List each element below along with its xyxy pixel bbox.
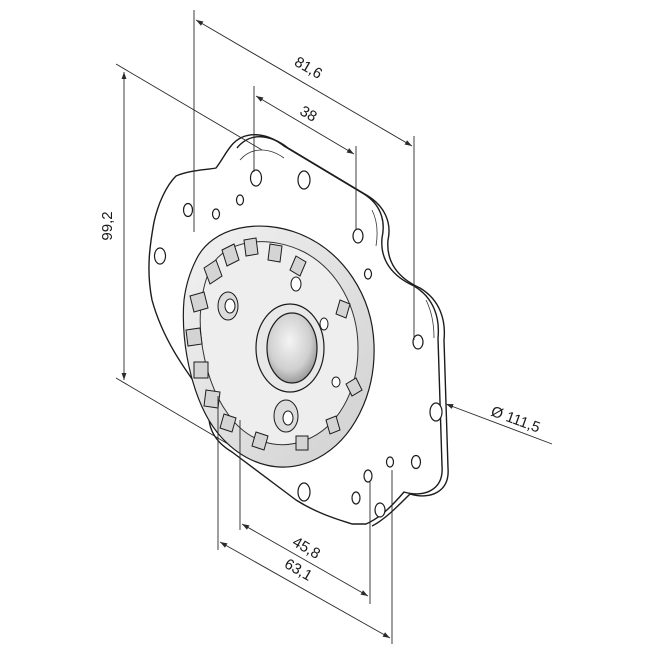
dim-label-height: 99,2 [99,211,116,240]
dim-label-diameter: Ø 111,5 [489,403,543,436]
hole [182,202,194,218]
hole [351,491,361,505]
hole [385,456,395,468]
hole [412,334,424,350]
hole [363,268,373,280]
hole [153,247,167,265]
hole [297,482,311,502]
hole [352,228,364,244]
hole [211,208,221,220]
hole [374,502,386,518]
dim-label-width-inner: 38 [297,103,320,126]
hub-teeth [185,237,363,451]
central-bore [266,312,318,384]
hole [429,402,443,422]
hole [297,170,311,190]
plate-front-outline [148,134,443,525]
hole [410,454,422,470]
mounting-holes [153,169,443,518]
hub-bosses [217,276,341,433]
dimension-height: 99,2 [99,63,263,445]
dimension-width-inner: 38 [253,86,357,230]
hole [249,169,263,187]
hole [363,469,373,483]
flange-plate [148,134,449,527]
hole [235,194,245,206]
dimension-diameter: Ø 111,5 [445,403,553,445]
hub [182,225,375,468]
